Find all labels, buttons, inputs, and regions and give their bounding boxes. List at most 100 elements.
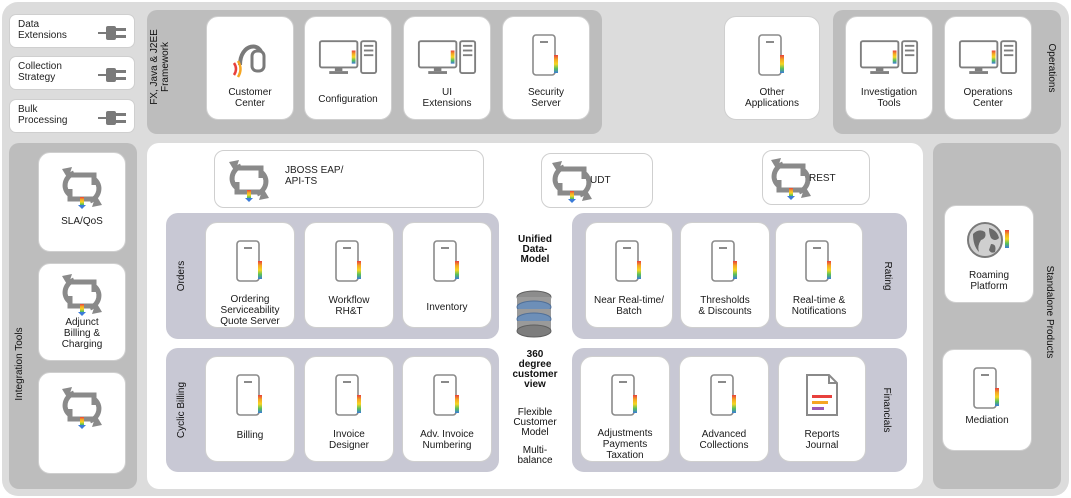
workflow-label: Workflow RH&T <box>328 295 370 317</box>
operations-center-card[interactable]: Operations Center <box>944 16 1032 120</box>
report-icon <box>805 373 839 417</box>
billing-card[interactable]: Billing <box>205 356 295 462</box>
adv-invoice-numbering-card[interactable]: Adv. Invoice Numbering <box>402 356 492 462</box>
real-time-label: Real-time & Notifications <box>791 295 847 317</box>
headset-icon <box>230 35 270 79</box>
cycle-icon <box>60 272 104 316</box>
operations-center-label: Operations Center <box>963 87 1013 109</box>
advanced-collections-card[interactable]: Advanced Collections <box>679 356 769 462</box>
server-icon <box>235 373 265 417</box>
server-icon <box>610 373 640 417</box>
roaming-platform-label: Roaming Platform <box>968 270 1010 292</box>
standalone-products-label: Standalone Products <box>1044 265 1055 359</box>
customer-center-label: Customer Center <box>228 87 272 109</box>
customer-view-label: 360 degree customer view <box>512 349 558 390</box>
adjustments-label: Adjustments Payments Taxation <box>597 428 653 461</box>
other-applications-label: Other Applications <box>745 87 799 109</box>
thresholds-card[interactable]: Thresholds & Discounts <box>680 222 770 328</box>
sla-qos-card[interactable]: SLA/QoS <box>38 152 126 252</box>
ui-extensions-card[interactable]: UI Extensions <box>403 16 491 120</box>
integration-tools-label: Integration Tools <box>14 327 25 401</box>
inventory-card[interactable]: Inventory <box>402 222 492 328</box>
cycle-icon <box>60 165 104 209</box>
server-icon <box>757 33 787 77</box>
ordering-card[interactable]: Ordering Serviceability Quote Server <box>205 222 295 328</box>
adjunct-billing-card[interactable]: Adjunct Billing & Charging <box>38 263 126 361</box>
billing-label: Billing <box>236 430 264 441</box>
inventory-label: Inventory <box>426 302 468 313</box>
integration-tool-card[interactable] <box>38 372 126 474</box>
reports-journal-label: Reports Journal <box>804 429 840 451</box>
plug-icon <box>98 23 128 43</box>
investigation-tools-label: Investigation Tools <box>860 87 918 109</box>
invoice-designer-card[interactable]: Invoice Designer <box>304 356 394 462</box>
security-server-card[interactable]: Security Server <box>502 16 590 120</box>
sla-qos-label: SLA/QoS <box>61 216 103 227</box>
data-extensions-card[interactable]: Data Extensions <box>9 14 135 48</box>
multi-balance-label: Multi- balance <box>517 445 553 466</box>
roaming-platform-card[interactable]: Roaming Platform <box>944 205 1034 303</box>
reports-journal-card[interactable]: Reports Journal <box>778 356 866 462</box>
flexible-customer-model-label: Flexible Customer Model <box>513 407 557 438</box>
customer-center-card[interactable]: Customer Center <box>206 16 294 120</box>
financials-label: Financials <box>881 387 892 433</box>
cycle-icon <box>550 159 594 203</box>
collection-strategy-card[interactable]: Collection Strategy <box>9 56 135 90</box>
invoice-designer-label: Invoice Designer <box>328 429 370 451</box>
server-icon <box>432 239 462 283</box>
server-icon <box>614 239 644 283</box>
bulk-processing-label: Bulk Processing <box>18 104 68 126</box>
jboss-connector[interactable]: JBOSS EAP/ API-TS <box>214 150 484 208</box>
near-real-time-label: Near Real-time/ Batch <box>593 295 665 317</box>
computer-icon <box>318 39 378 77</box>
server-icon <box>709 373 739 417</box>
server-icon <box>334 239 364 283</box>
computer-icon <box>958 39 1018 77</box>
database-icon <box>514 290 554 338</box>
investigation-tools-card[interactable]: Investigation Tools <box>845 16 933 120</box>
computer-icon <box>417 39 477 77</box>
security-server-label: Security Server <box>527 87 565 109</box>
configuration-card[interactable]: Configuration <box>304 16 392 120</box>
unified-data-model-label: Unified Data- Model <box>518 234 552 265</box>
server-icon <box>710 239 740 283</box>
thresholds-label: Thresholds & Discounts <box>698 295 752 317</box>
near-real-time-card[interactable]: Near Real-time/ Batch <box>585 222 673 328</box>
rating-label: Rating <box>882 261 893 291</box>
globe-icon <box>967 220 1011 260</box>
other-applications-card[interactable]: Other Applications <box>724 16 820 120</box>
rest-connector[interactable]: REST <box>762 150 870 205</box>
adjustments-card[interactable]: Adjustments Payments Taxation <box>580 356 670 462</box>
plug-icon <box>98 65 128 85</box>
jboss-label: JBOSS EAP/ API-TS <box>285 165 344 187</box>
server-icon <box>972 366 1002 410</box>
ordering-label: Ordering Serviceability Quote Server <box>220 294 280 327</box>
server-icon <box>804 239 834 283</box>
rest-label: REST <box>809 173 836 184</box>
udt-label: UDT <box>590 175 611 186</box>
configuration-label: Configuration <box>318 94 378 105</box>
udt-connector[interactable]: UDT <box>541 153 653 208</box>
cycle-icon <box>227 158 271 202</box>
mediation-label: Mediation <box>965 415 1009 426</box>
framework-label: FX, Java & J2EE Framework <box>149 29 171 105</box>
operations-label: Operations <box>1046 43 1057 93</box>
advanced-collections-label: Advanced Collections <box>699 429 749 451</box>
real-time-card[interactable]: Real-time & Notifications <box>775 222 863 328</box>
mediation-card[interactable]: Mediation <box>942 349 1032 451</box>
data-extensions-label: Data Extensions <box>18 19 67 41</box>
computer-icon <box>859 39 919 77</box>
cycle-icon <box>769 156 813 200</box>
adv-invoice-numbering-label: Adv. Invoice Numbering <box>420 429 474 451</box>
ui-extensions-label: UI Extensions <box>422 87 472 109</box>
adjunct-billing-label: Adjunct Billing & Charging <box>61 317 103 350</box>
server-icon <box>531 33 561 77</box>
workflow-card[interactable]: Workflow RH&T <box>304 222 394 328</box>
cycle-icon <box>60 385 104 429</box>
plug-icon <box>98 108 128 128</box>
orders-label: Orders <box>176 260 187 292</box>
server-icon <box>432 373 462 417</box>
server-icon <box>235 239 265 283</box>
bulk-processing-card[interactable]: Bulk Processing <box>9 99 135 133</box>
server-icon <box>334 373 364 417</box>
